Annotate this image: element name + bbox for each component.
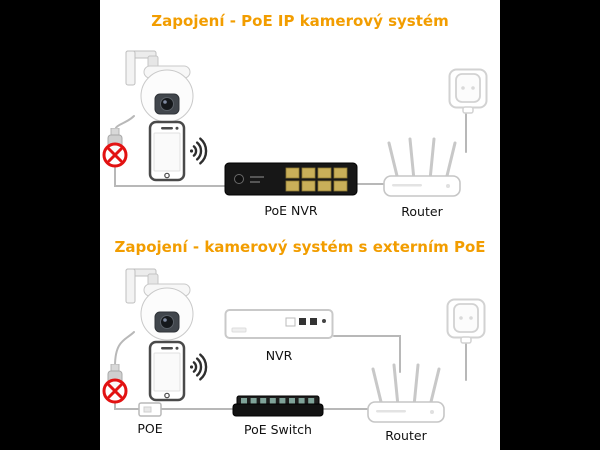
router-icon bbox=[366, 360, 446, 424]
section1-title: Zapojení - PoE IP kamerový systém bbox=[151, 12, 449, 30]
poe-injector-device bbox=[138, 402, 162, 417]
wifi-signal-icon bbox=[190, 136, 216, 166]
smartphone-icon bbox=[148, 120, 186, 182]
blocked-cable-icon bbox=[102, 364, 128, 408]
ptz-camera-icon bbox=[122, 48, 202, 126]
wifi-signal-icon bbox=[190, 352, 216, 382]
wall-outlet-icon bbox=[448, 68, 488, 114]
router-label: Router bbox=[385, 428, 427, 443]
section2-title: Zapojení - kamerový systém s externím Po… bbox=[114, 238, 486, 256]
wall-outlet-icon bbox=[446, 298, 486, 344]
smartphone-icon bbox=[148, 340, 186, 402]
diagram-panel: Zapojení - PoE IP kamerový systém bbox=[100, 0, 500, 450]
router-label: Router bbox=[401, 204, 443, 219]
ptz-camera-icon bbox=[122, 266, 202, 344]
poe-nvr-label: PoE NVR bbox=[264, 203, 318, 218]
poe-injector-label: POE bbox=[137, 421, 163, 436]
poe-nvr-device bbox=[224, 160, 358, 198]
poe-switch-label: PoE Switch bbox=[244, 422, 312, 437]
blocked-cable-icon bbox=[102, 128, 128, 172]
router-icon bbox=[382, 134, 462, 198]
nvr-label: NVR bbox=[265, 348, 293, 363]
poe-switch-device bbox=[232, 394, 324, 418]
nvr-device bbox=[224, 306, 334, 342]
